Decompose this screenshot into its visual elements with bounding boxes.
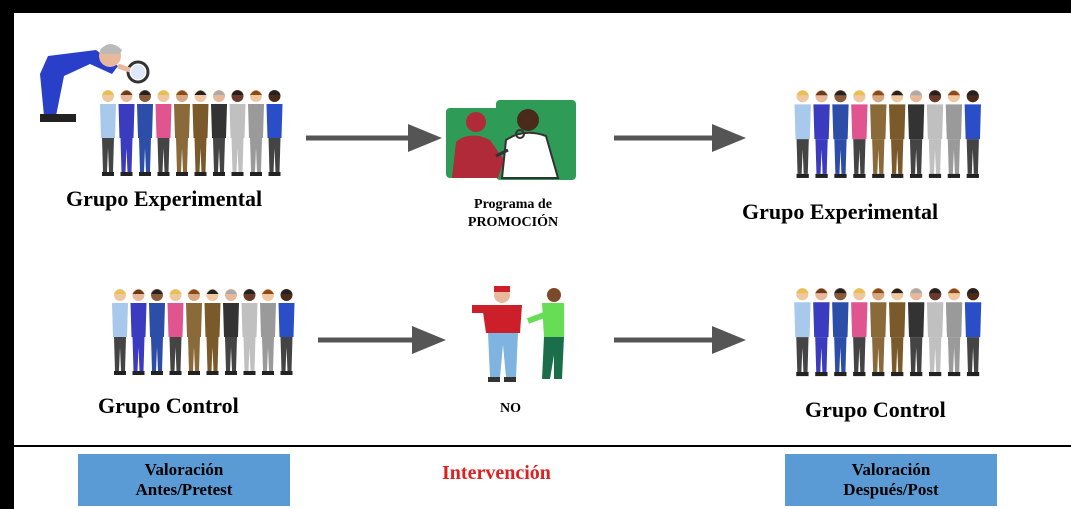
person-figure	[813, 90, 830, 178]
crowd-experimental-post	[794, 90, 981, 178]
frame-top-border	[0, 0, 1071, 13]
person-figure	[149, 289, 165, 375]
person-figure	[832, 287, 849, 377]
arrow-row2-b	[614, 326, 746, 354]
label-promotion-line2: PROMOCIÓN	[467, 215, 559, 230]
person-figure	[229, 90, 246, 176]
crowd-experimental-pre	[100, 90, 283, 176]
footer-divider	[14, 445, 1071, 447]
person-figure	[186, 289, 202, 375]
crowd-control-pre	[112, 289, 295, 375]
person-figure	[248, 90, 264, 176]
person-figure	[851, 90, 868, 178]
person-figure	[945, 287, 963, 377]
person-figure	[130, 289, 147, 375]
person-figure	[870, 287, 887, 377]
person-figure	[118, 90, 135, 176]
inspector-with-magnifier-icon	[40, 44, 150, 122]
person-figure	[926, 287, 944, 377]
arrow-row1-b	[614, 124, 746, 152]
person-figure	[260, 289, 276, 375]
person-figure	[813, 287, 830, 377]
person-figure	[204, 289, 221, 375]
person-figure	[112, 289, 128, 375]
person-figure	[832, 90, 849, 178]
label-experimental-post: Grupo Experimental	[742, 199, 939, 224]
person-figure	[964, 90, 981, 178]
label-no-intervention: NO	[500, 401, 521, 416]
person-figure	[174, 90, 190, 176]
person-figure	[926, 90, 944, 178]
label-promotion-program: Programa de PROMOCIÓN	[438, 196, 588, 232]
label-promotion-line1: Programa de	[474, 197, 552, 212]
person-figure	[889, 287, 906, 377]
person-figure	[223, 289, 239, 375]
label-control-post: Grupo Control	[805, 397, 946, 422]
person-figure	[945, 90, 963, 178]
doctor-patient-icon	[446, 100, 576, 180]
man-woman-icon	[472, 286, 564, 382]
person-figure	[192, 90, 209, 176]
person-figure	[889, 90, 906, 178]
person-figure	[278, 289, 295, 375]
person-figure	[167, 289, 184, 375]
person-figure	[241, 289, 258, 375]
person-figure	[100, 90, 116, 176]
crowd-control-post	[794, 287, 982, 377]
person-figure	[794, 287, 811, 377]
person-figure	[266, 90, 283, 176]
person-figure	[155, 90, 172, 176]
box-posttest: Valoración Después/Post	[785, 454, 997, 506]
person-figure	[851, 287, 868, 377]
box-pretest: Valoración Antes/Pretest	[78, 454, 290, 506]
person-figure	[870, 90, 887, 178]
arrow-row2-a	[318, 326, 446, 354]
frame-left-border	[0, 0, 14, 509]
person-figure	[211, 90, 227, 176]
person-figure	[137, 90, 153, 176]
label-experimental-pre: Grupo Experimental	[66, 186, 263, 211]
label-control-pre: Grupo Control	[98, 393, 239, 418]
arrow-row1-a	[306, 124, 442, 152]
person-figure	[794, 90, 811, 178]
box-pretest-line2: Antes/Pretest	[135, 480, 233, 499]
person-figure	[907, 287, 925, 377]
box-posttest-line2: Después/Post	[843, 480, 939, 499]
box-pretest-line1: Valoración	[144, 460, 224, 479]
box-posttest-line1: Valoración	[851, 460, 931, 479]
person-figure	[907, 90, 925, 178]
person-figure	[964, 287, 982, 377]
label-intervention: Intervención	[442, 462, 551, 484]
